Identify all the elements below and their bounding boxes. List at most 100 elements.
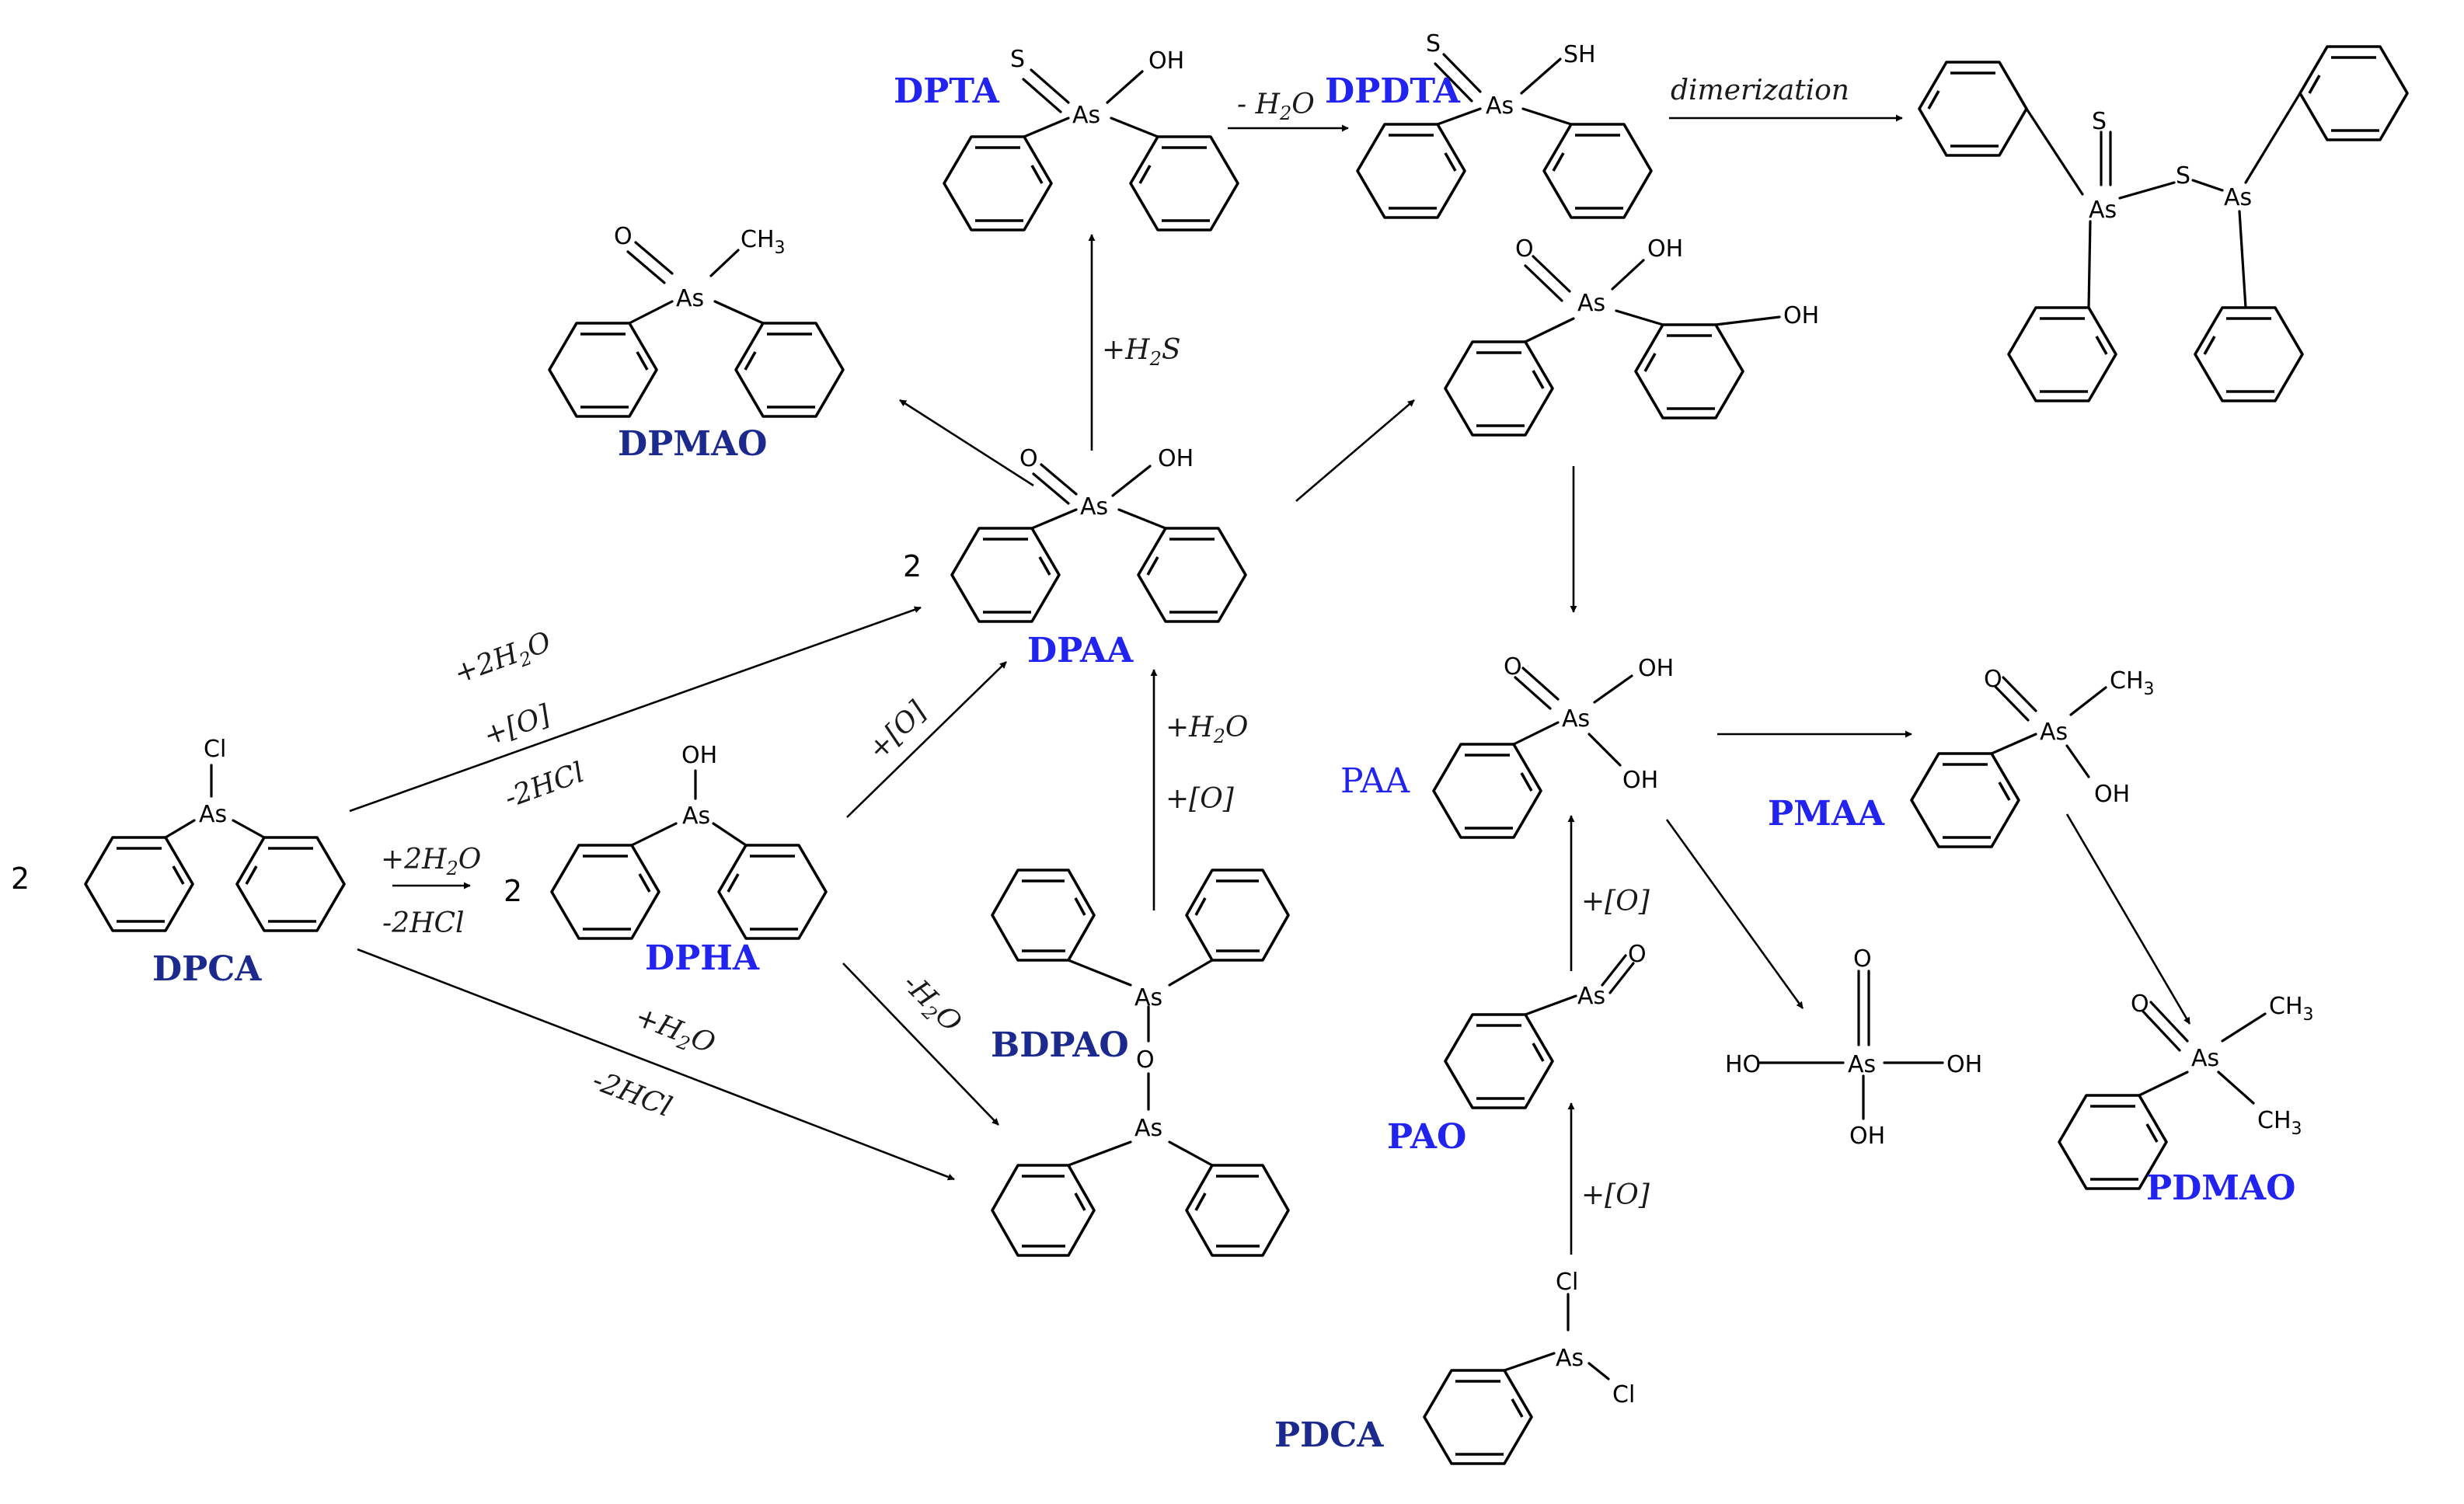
phenyl-ring bbox=[1185, 869, 1290, 962]
atom-hydroxyl: OH bbox=[1148, 47, 1184, 75]
atom-chlorine: Cl bbox=[1612, 1381, 1635, 1408]
phenyl-ring bbox=[1356, 123, 1466, 219]
phenyl-ring bbox=[2058, 1094, 2168, 1190]
phenyl-ring bbox=[943, 135, 1053, 232]
atom-oxygen: O bbox=[1136, 1046, 1155, 1074]
label-dpmao: DPMAO bbox=[618, 424, 767, 464]
condition-oxidation: +[O] bbox=[479, 699, 555, 753]
atom-oxygen: O bbox=[1628, 941, 1647, 968]
arrow-dpha-to-bdpao bbox=[842, 963, 999, 1126]
atom-arsenic: As bbox=[1134, 984, 1162, 1011]
condition-water-loss: -H2O bbox=[894, 967, 967, 1041]
atom-oxygen: O bbox=[1853, 945, 1872, 973]
arrow-dpca-to-dpaa bbox=[349, 606, 922, 813]
label-pdmao: PDMAO bbox=[2146, 1168, 2295, 1208]
molecule-dpmao: As O CH3 DPMAO bbox=[548, 223, 845, 464]
atom-arsenic: As bbox=[1486, 92, 1514, 120]
molecule-dimer: S As S As bbox=[1918, 45, 2409, 402]
condition-water: +H2O bbox=[629, 1001, 720, 1064]
atom-arsenic: As bbox=[199, 801, 227, 828]
condition-oxidation: +[O] bbox=[862, 695, 933, 767]
label-bdpao: BDPAO bbox=[991, 1025, 1129, 1065]
atom-chlorine: Cl bbox=[204, 736, 226, 763]
molecule-pmaa: As O CH3 OH PMAA bbox=[1768, 666, 2155, 848]
arrow-dpca-to-bdpao bbox=[357, 948, 955, 1181]
condition-water-loss: - H2O bbox=[1237, 89, 1315, 124]
condition-water: +H2O bbox=[1166, 712, 1248, 747]
atom-oxygen: O bbox=[1984, 666, 2002, 693]
atom-hydroxyl: OH bbox=[1638, 655, 1674, 682]
phenyl-ring bbox=[734, 322, 845, 418]
molecule-pao: As O PAO bbox=[1387, 941, 1647, 1157]
label-pmaa: PMAA bbox=[1768, 794, 1885, 834]
atom-thiol: SH bbox=[1563, 41, 1596, 68]
atom-methyl: CH3 bbox=[2110, 667, 2155, 699]
condition-hcl: -2HCl bbox=[500, 757, 588, 815]
atom-hydroxyl: HO bbox=[1725, 1051, 1761, 1078]
molecule-pdmao: As O CH3 CH3 PDMAO bbox=[2058, 990, 2314, 1208]
atom-hydroxyl: OH bbox=[1946, 1051, 1982, 1078]
phenyl-ring bbox=[550, 844, 660, 940]
arrow-dpha-to-dpaa bbox=[846, 661, 1007, 818]
phenyl-ring bbox=[991, 869, 1096, 962]
phenyl-ring bbox=[1542, 123, 1653, 219]
atom-arsenic: As bbox=[1562, 705, 1590, 733]
phenyl-ring bbox=[1444, 1013, 1554, 1109]
molecule-dpaa: 2 As O OH DPAA bbox=[903, 445, 1247, 670]
label-dpta: DPTA bbox=[894, 71, 1000, 111]
atom-arsenic: As bbox=[682, 802, 710, 830]
condition-oxidation: +[O] bbox=[1166, 783, 1235, 815]
phenyl-ring bbox=[950, 527, 1061, 623]
dpaa-coefficient: 2 bbox=[903, 549, 922, 583]
condition-water: +2H2O bbox=[450, 626, 556, 694]
molecule-arsenic-acid: O HO As OH OH bbox=[1725, 945, 1982, 1150]
atom-oxygen: O bbox=[1504, 653, 1522, 681]
atom-hydroxyl: OH bbox=[1158, 445, 1194, 472]
arrow-dpaa-to-hydroxy bbox=[1295, 399, 1415, 502]
atom-arsenic: As bbox=[2224, 184, 2252, 211]
molecule-pdca: As Cl Cl PDCA bbox=[1274, 1269, 1635, 1465]
phenyl-ring bbox=[1137, 527, 1247, 623]
reaction-arrows bbox=[349, 114, 2191, 1255]
label-dpdta: DPDTA bbox=[1325, 71, 1461, 111]
atom-chlorine: Cl bbox=[1556, 1269, 1578, 1296]
atom-hydroxyl: OH bbox=[1622, 767, 1658, 794]
atom-sulfur: S bbox=[2176, 162, 2190, 190]
molecule-dpta: As S OH DPTA bbox=[894, 46, 1239, 232]
arrow-dpaa-to-dpmao bbox=[899, 399, 1034, 487]
phenyl-ring bbox=[1185, 1164, 1290, 1257]
atom-oxygen: O bbox=[1019, 445, 1038, 472]
atom-arsenic: As bbox=[2040, 719, 2068, 746]
atom-hydroxyl: OH bbox=[1783, 302, 1819, 329]
phenyl-ring bbox=[1910, 752, 2020, 848]
phenyl-ring bbox=[1423, 1369, 1533, 1465]
phenyl-ring bbox=[717, 844, 828, 940]
label-dpha: DPHA bbox=[645, 938, 760, 978]
condition-oxidation: +[O] bbox=[1581, 1179, 1650, 1211]
condition-oxidation: +[O] bbox=[1581, 886, 1650, 917]
atom-sulfur: S bbox=[2092, 108, 2107, 135]
condition-water: +2H2O bbox=[381, 844, 481, 879]
label-pdca: PDCA bbox=[1274, 1415, 1384, 1455]
atom-hydroxyl: OH bbox=[1647, 235, 1683, 263]
atom-oxygen: O bbox=[614, 223, 633, 250]
atom-hydroxyl: OH bbox=[681, 742, 717, 769]
atom-arsenic: As bbox=[1577, 290, 1605, 317]
arrow-pmaa-to-pdmao bbox=[2065, 813, 2191, 1025]
molecule-bdpao: As O As BDPAO bbox=[991, 869, 1290, 1257]
molecule-hydroxy-dpaa: As O OH OH bbox=[1444, 235, 1819, 437]
atom-arsenic: As bbox=[1080, 493, 1108, 520]
molecule-dpca: 2 As Cl DPCA bbox=[11, 736, 346, 989]
label-dpca: DPCA bbox=[152, 949, 262, 989]
atom-sulfur: S bbox=[1010, 46, 1025, 73]
atom-hydroxyl: OH bbox=[1849, 1123, 1885, 1150]
phenyl-ring bbox=[1432, 743, 1542, 839]
condition-hcl: -2HCl bbox=[588, 1064, 676, 1123]
phenyl-ring bbox=[1918, 61, 2028, 157]
atom-arsenic: As bbox=[1134, 1115, 1162, 1142]
label-paa: PAA bbox=[1340, 761, 1410, 801]
condition-hcl: -2HCl bbox=[382, 907, 465, 939]
phenyl-ring bbox=[84, 836, 194, 932]
